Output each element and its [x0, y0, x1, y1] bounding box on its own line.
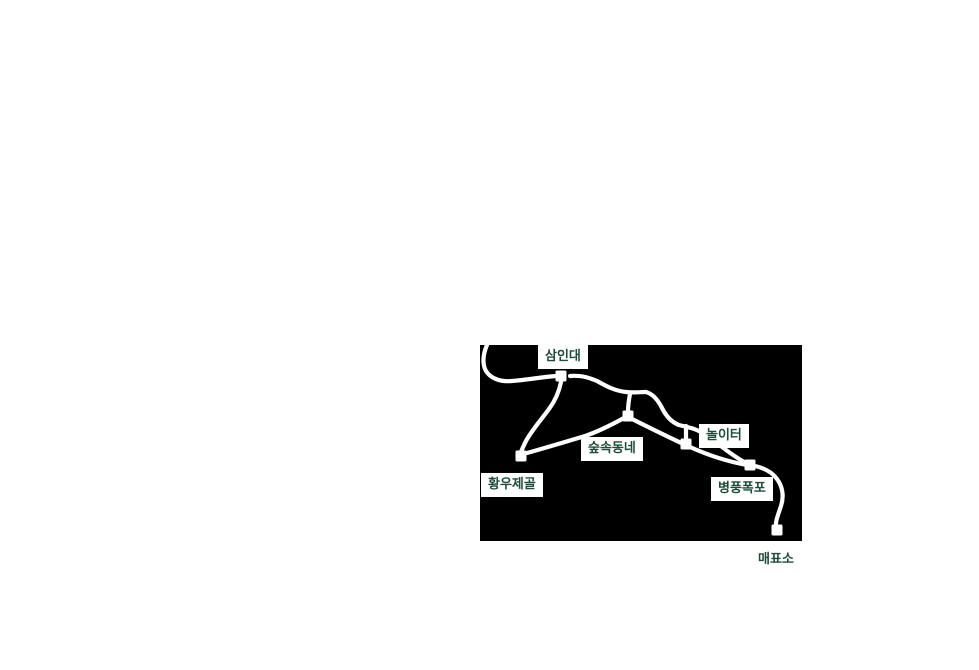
poi-label-samindae[interactable]: 삼인대	[538, 345, 588, 369]
poi-label-maepyoso[interactable]: 매표소	[758, 552, 794, 567]
poi-label-noriteo[interactable]: 놀이터	[699, 424, 749, 448]
poi-label-supsok-dongne[interactable]: 숲속동네	[581, 437, 643, 461]
poi-label-hwangujegol[interactable]: 황우제골	[481, 473, 543, 497]
poi-label-byeongpungpokpo[interactable]: 병풍폭포	[711, 477, 773, 501]
